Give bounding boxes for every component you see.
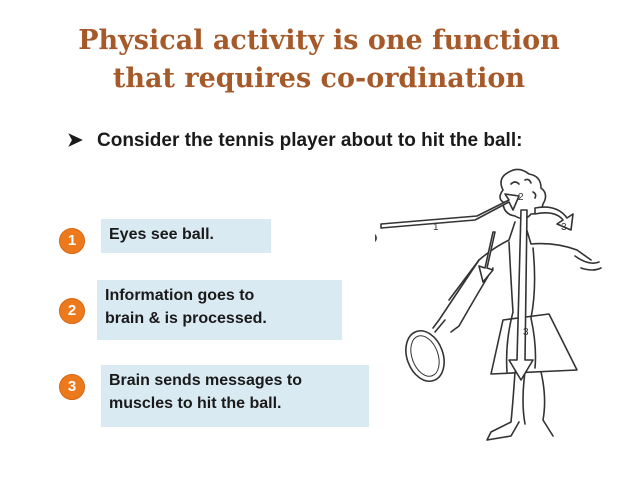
slide-title: Physical activity is one function that r… [0, 22, 638, 98]
step-2-line-2: brain & is processed. [105, 307, 334, 330]
legs-outline [487, 372, 553, 440]
step-1-line-1: Eyes see ball. [109, 223, 263, 246]
arrow-bullet-icon: ➤ [67, 127, 83, 154]
figure-label-1: 1 [433, 222, 439, 233]
step-2-box: Information goes to brain & is processed… [97, 280, 342, 340]
racket-icon [399, 325, 451, 386]
figure-label-3a: 3 [561, 222, 567, 233]
step-2-line-1: Information goes to [105, 284, 334, 307]
bullet-text: Consider the tennis player about to hit … [97, 127, 537, 154]
step-3-box: Brain sends messages to muscles to hit t… [101, 365, 369, 427]
step-3-line-1: Brain sends messages to [109, 369, 361, 392]
step-3-badge: 3 [59, 374, 85, 400]
step-3-line-2: muscles to hit the ball. [109, 392, 361, 415]
title-line-1: Physical activity is one function [0, 22, 638, 60]
title-line-2: that requires co-ordination [0, 60, 638, 98]
ball-icon [375, 233, 377, 243]
nerve-arrow-1 [381, 194, 519, 228]
step-1-badge: 1 [59, 228, 85, 254]
figure-label-2: 2 [518, 192, 524, 203]
step-2-badge: 2 [59, 298, 85, 324]
nerve-arrow-4 [535, 207, 573, 230]
figure-label-3b: 3 [523, 327, 529, 338]
tennis-player-figure: 1 2 3 3 [375, 160, 615, 460]
step-1-box: Eyes see ball. [101, 219, 271, 253]
